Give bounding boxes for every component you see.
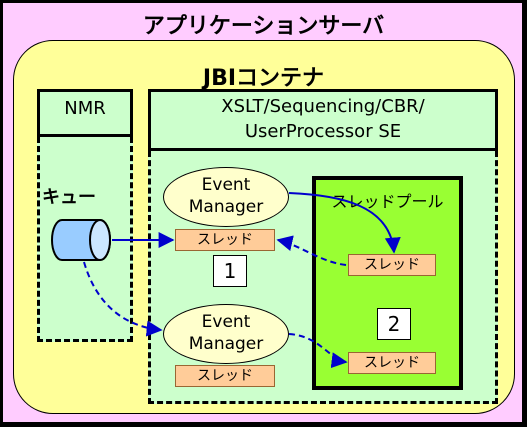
arrow-pool-thread-to-main-thread <box>276 235 347 266</box>
event-manager-bottom-line2: Manager <box>188 334 264 354</box>
se-title-line1: XSLT/Sequencing/CBR/ <box>221 96 425 117</box>
jbi-container-title: JBIコンテナ <box>202 66 325 91</box>
event-manager-bottom-line1: Event <box>201 312 251 332</box>
thread-box-pool-1: スレッド <box>348 254 436 276</box>
arrow-event-manager-to-pool-thread <box>288 192 401 254</box>
application-server-title: アプリケーションサーバ <box>142 14 385 39</box>
se-header-box <box>148 89 498 151</box>
thread-box-pool-2: スレッド <box>348 352 436 374</box>
event-manager-bottom-label: Event Manager <box>163 311 289 355</box>
event-manager-top-line1: Event <box>201 175 251 195</box>
queue-label: キュー <box>42 187 96 208</box>
event-manager-top-line2: Manager <box>188 197 264 217</box>
marker-2: 2 <box>377 308 411 340</box>
event-manager-bottom <box>163 304 289 364</box>
event-manager-top-label: Event Manager <box>163 174 289 218</box>
queue-icon <box>51 219 111 261</box>
marker-1: 1 <box>213 255 247 287</box>
se-title-line2: UserProcessor SE <box>244 121 402 142</box>
nmr-header-box <box>37 89 133 137</box>
event-manager-top <box>163 167 289 227</box>
arrow-queue-to-event-manager <box>83 261 163 337</box>
nmr-label: NMR <box>64 98 106 119</box>
thread-box-main-1: スレッド <box>175 229 275 251</box>
arrow-event-manager-to-pool-thread-2 <box>288 333 348 369</box>
thread-box-main-2: スレッド <box>175 365 275 387</box>
